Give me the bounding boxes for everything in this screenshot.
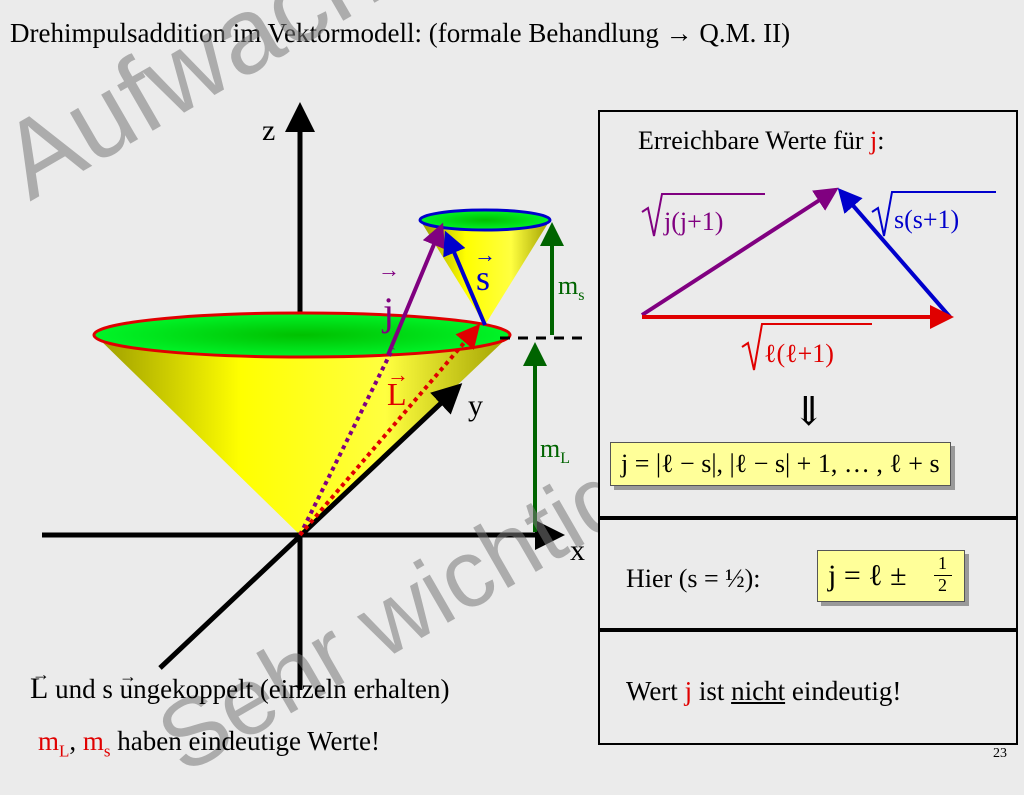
sqrt-s-label: s(s+1) <box>894 205 959 234</box>
here-label: Hier (s = ½): <box>626 564 761 593</box>
triangle-j-side <box>640 187 839 317</box>
z-axis-label: z <box>262 114 275 147</box>
small-cone-top <box>418 208 552 232</box>
svg-text:→: → <box>32 664 50 684</box>
page-number: 23 <box>993 746 1007 761</box>
large-cone <box>95 335 510 535</box>
j-vector <box>386 222 445 356</box>
triangle-s-side <box>837 187 952 319</box>
svg-text:→: → <box>119 666 137 684</box>
svg-text:→: → <box>378 257 400 282</box>
y-axis-label: y <box>468 389 483 422</box>
bottom-vector-arrows: → → <box>32 664 137 684</box>
ms-label: ms <box>558 271 584 304</box>
panel1-heading: Erreichbare Werte für j: <box>638 126 885 155</box>
L-vector-dotted <box>298 323 481 537</box>
slide-title: Drehimpulsaddition im Vektormodell: (for… <box>10 18 791 48</box>
j-values-formula: j = |ℓ − s|, |ℓ − s| + 1, … , ℓ + s <box>610 442 951 486</box>
s-vector <box>443 230 487 326</box>
x-axis-label: x <box>570 534 585 567</box>
bottom-line-2: mL, ms haben eindeutige Werte! <box>38 726 381 761</box>
triangle-diagram: j(j+1) s(s+1) ℓ(ℓ+1) <box>640 187 996 371</box>
sqrt-l-label: ℓ(ℓ+1) <box>764 339 834 368</box>
bottom-line-1: L und s ungekoppelt (einzeln erhalten) <box>30 672 450 705</box>
j-projection-dotted <box>298 347 395 536</box>
reachable-values-panel: Erreichbare Werte für j: j(j+1) s(s+1) ℓ… <box>598 110 1018 518</box>
large-cone-top <box>92 311 512 359</box>
svg-text:→: → <box>474 242 496 267</box>
j-vector-label: j <box>381 289 394 334</box>
mL-label: mL <box>540 434 570 467</box>
L-vector-label: L <box>387 376 407 412</box>
not-unique-statement: Wert j ist nicht eindeutig! <box>626 676 902 706</box>
here-s-half-panel: Hier (s = ½): j = ℓ ± 1 2 <box>598 518 1018 630</box>
sqrt-j-label: j(j+1) <box>663 207 723 236</box>
not-unique-panel: Wert j ist nicht eindeutig! <box>598 630 1018 745</box>
implies-arrow: ⇓ <box>792 389 826 434</box>
vector-model-diagram: z x y → j → s → L ms mL <box>42 102 585 690</box>
j-half-formula: j = ℓ ± 1 2 <box>817 550 965 602</box>
svg-text:→: → <box>387 362 409 387</box>
s-vector-label: s <box>476 258 490 298</box>
